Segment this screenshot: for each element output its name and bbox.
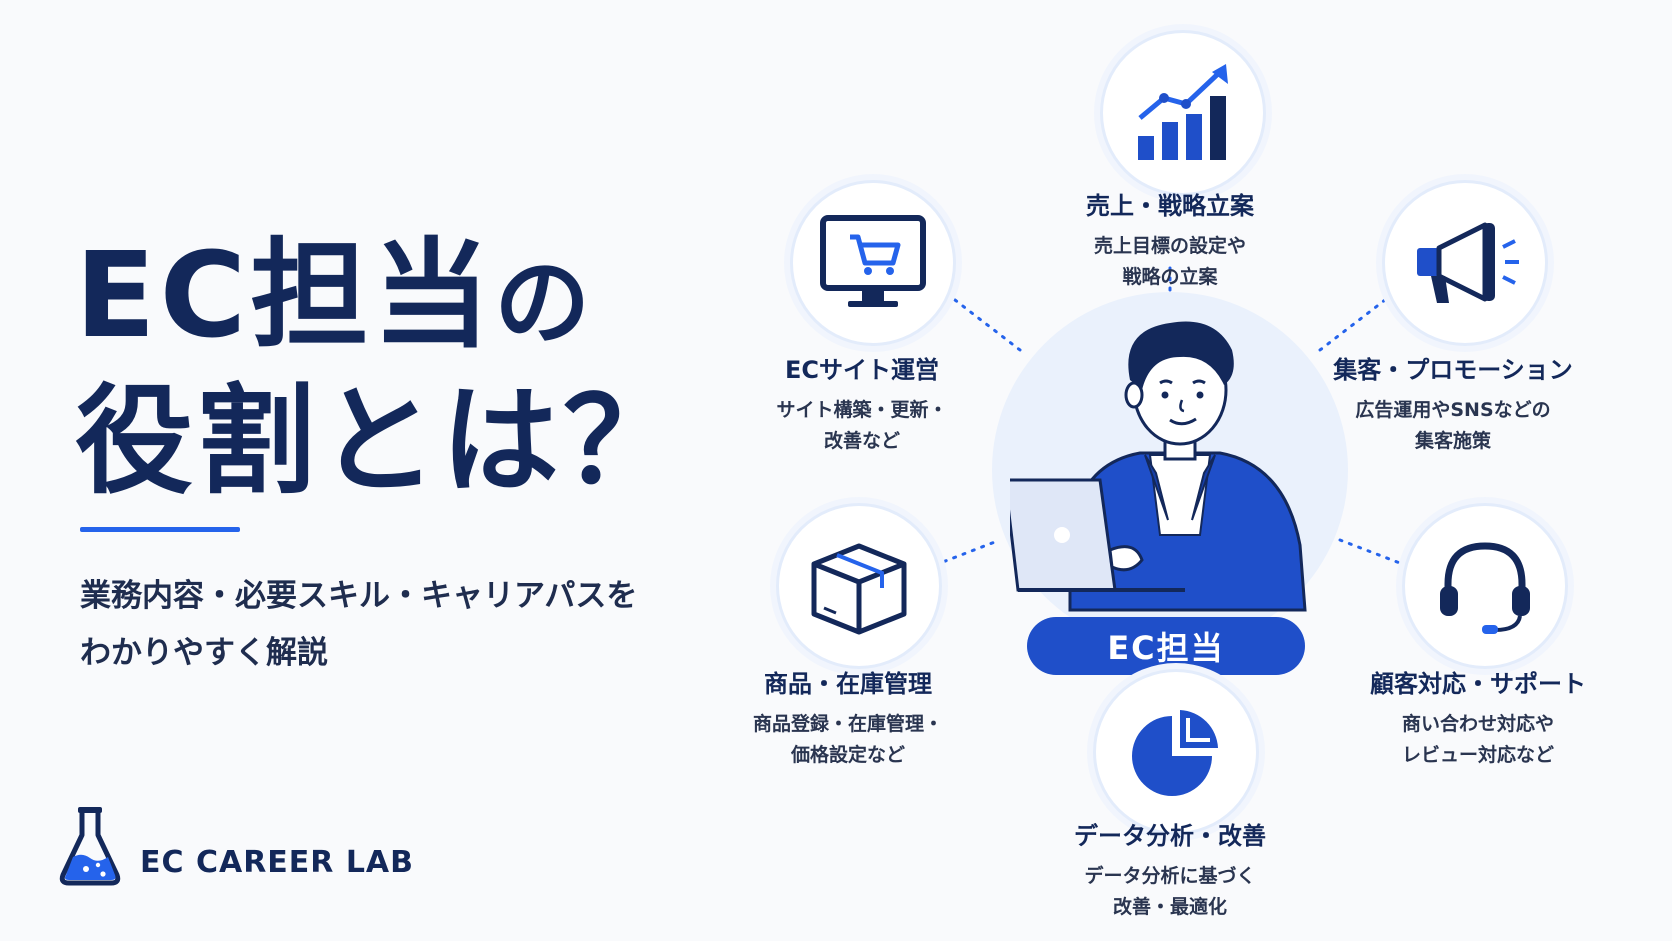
brand-name: EC CAREER LAB	[140, 845, 415, 880]
role-product: 商品・在庫管理 商品登録・在庫管理・ 価格設定など	[708, 664, 988, 772]
title-underline	[80, 527, 240, 532]
role-promo: 集客・プロモーション 広告運用やSNSなどの 集客施策	[1313, 350, 1593, 458]
page-title-line2: 役割とは？	[75, 372, 686, 510]
role-sales: 売上・戦略立案 売上目標の設定や 戦略の立案	[1030, 186, 1310, 294]
role-support-desc1: 商い合わせ対応や	[1401, 713, 1554, 735]
role-site-desc1: サイト構築・更新・	[776, 399, 948, 421]
flask-icon	[59, 807, 121, 886]
role-promo-desc2: 集客施策	[1414, 430, 1491, 453]
role-data: データ分析・改善 データ分析に基づく 改善・最適化	[1030, 816, 1310, 924]
role-data-title: データ分析・改善	[1074, 822, 1266, 850]
megaphone-icon	[1417, 222, 1519, 303]
role-product-title: 商品・在庫管理	[764, 670, 932, 698]
role-site-desc2: 改善など	[823, 430, 900, 453]
role-data-desc1: データ分析に基づく	[1084, 865, 1256, 887]
product-icon-circle	[776, 503, 942, 669]
role-support-title: 顧客対応・サポート	[1370, 670, 1586, 698]
support-icon-circle	[1402, 503, 1568, 669]
headset-icon	[1440, 542, 1530, 634]
center-role-label: EC担当	[1027, 617, 1305, 675]
shopping-cart-monitor-icon	[820, 215, 926, 307]
sales-icon-circle	[1100, 30, 1266, 196]
role-promo-desc1: 広告運用やSNSなどの	[1355, 399, 1551, 421]
data-icon-circle	[1093, 669, 1259, 835]
title-suffix: の	[494, 247, 595, 359]
page-title-line1: EC担当の	[75, 236, 594, 354]
subtitle-line2: わかりやすく解説	[80, 635, 328, 671]
promo-icon-circle	[1382, 180, 1548, 346]
role-sales-desc2: 戦略の立案	[1122, 266, 1218, 289]
role-product-desc1: 商品登録・在庫管理・	[752, 713, 943, 735]
role-sales-title: 売上・戦略立案	[1086, 192, 1254, 220]
package-box-icon	[811, 543, 907, 635]
role-sales-desc1: 売上目標の設定や	[1093, 235, 1246, 257]
role-site: ECサイト運営 サイト構築・更新・ 改善など	[722, 350, 1002, 458]
bar-chart-icon	[1138, 64, 1228, 160]
subtitle-line1: 業務内容・必要スキル・キャリアパスを	[80, 578, 638, 614]
role-site-title: ECサイト運営	[784, 356, 939, 384]
role-support-desc2: レビュー対応など	[1401, 744, 1554, 767]
person-laptop-icon	[1010, 321, 1307, 612]
role-promo-title: 集客・プロモーション	[1333, 356, 1573, 384]
role-data-desc2: 改善・最適化	[1112, 896, 1227, 919]
site-icon-circle	[790, 180, 956, 346]
pie-chart-icon	[1132, 710, 1218, 796]
role-support: 顧客対応・サポート 商い合わせ対応や レビュー対応など	[1338, 664, 1618, 772]
role-product-desc2: 価格設定など	[790, 744, 905, 767]
title-main: EC担当	[75, 226, 495, 364]
